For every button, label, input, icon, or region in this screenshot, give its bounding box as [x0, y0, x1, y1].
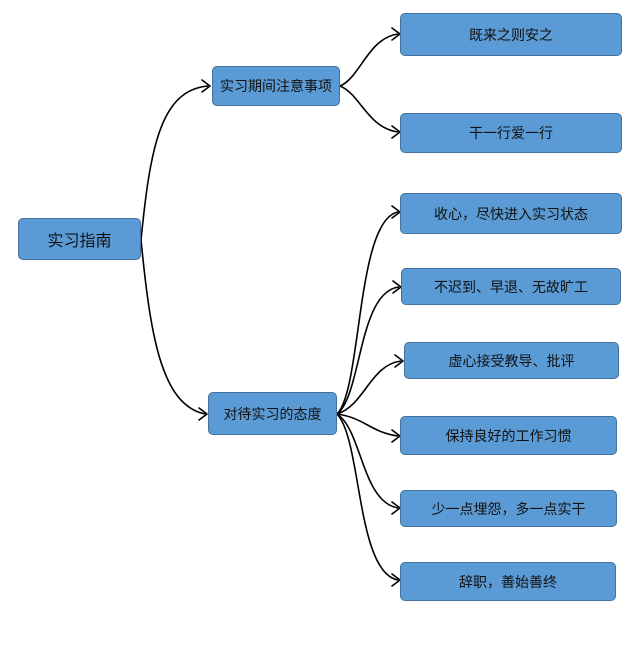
leaf-node-0-1-label: 干一行爱一行	[469, 126, 553, 142]
connector-branch-1-child-4	[336, 413, 399, 509]
leaf-node-1-0: 收心，尽快进入实习状态	[400, 193, 622, 234]
leaf-node-1-2-label: 虚心接受教导、批评	[448, 353, 575, 370]
arrowhead-branch-0	[201, 79, 211, 93]
connector-branch-1-child-0	[336, 211, 399, 415]
leaf-node-1-4-label: 少一点埋怨，多一点实干	[431, 501, 586, 518]
branch-node-1: 对待实习的态度	[208, 392, 337, 435]
leaf-node-1-1-label: 不迟到、早退、无故旷工	[434, 279, 588, 296]
connector-root-branch-0	[140, 85, 209, 241]
leaf-node-1-0-label: 收心，尽快进入实习状态	[434, 206, 588, 223]
root-node: 实习指南	[18, 218, 141, 260]
arrowhead-branch-1	[198, 407, 208, 421]
branch-node-0-label: 实习期间注意事项	[220, 79, 332, 95]
leaf-node-1-4: 少一点埋怨，多一点实干	[400, 490, 617, 527]
leaf-node-1-5: 辞职，善始善终	[400, 562, 616, 601]
connector-branch-1-child-2	[336, 360, 402, 415]
connector-branch-0-child-0	[339, 33, 399, 87]
leaf-node-1-2: 虚心接受教导、批评	[404, 342, 619, 379]
connector-branch-1-child-1	[336, 286, 400, 415]
branch-node-1-label: 对待实习的态度	[223, 406, 322, 423]
connector-root-branch-1	[140, 239, 206, 415]
leaf-node-1-1: 不迟到、早退、无故旷工	[401, 268, 621, 305]
leaf-node-0-0-label: 既来之则安之	[469, 27, 553, 44]
leaf-node-1-3: 保持良好的工作习惯	[400, 416, 617, 455]
connector-branch-1-child-3	[336, 413, 399, 437]
leaf-node-1-3-label: 保持良好的工作习惯	[445, 428, 572, 445]
arrowhead-branch-1-child-2	[394, 354, 404, 368]
leaf-node-0-0: 既来之则安之	[400, 13, 622, 56]
root-node-label: 实习指南	[47, 231, 112, 250]
branch-node-0: 实习期间注意事项	[212, 66, 340, 106]
connector-branch-0-child-1	[339, 85, 399, 133]
leaf-node-1-5-label: 辞职，善始善终	[459, 574, 557, 591]
connector-branch-1-child-5	[336, 413, 399, 581]
leaf-node-0-1: 干一行爱一行	[400, 113, 622, 153]
